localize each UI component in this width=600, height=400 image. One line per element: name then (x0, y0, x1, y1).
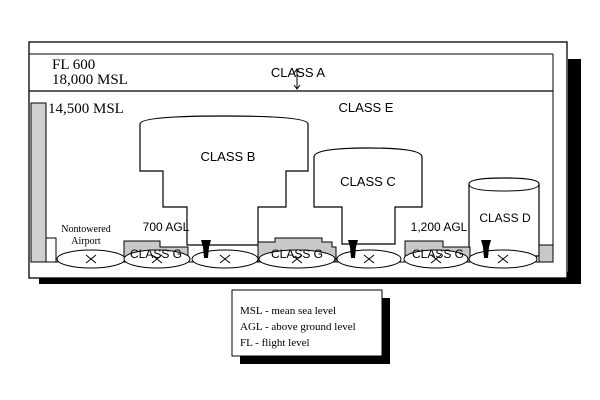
airport-oval (403, 249, 469, 269)
airport-oval (468, 249, 538, 269)
ground-left-block (45, 237, 57, 263)
class-e-label: CLASS E (339, 100, 394, 115)
agl700-label: 700 AGL (143, 220, 190, 234)
msl14500-label: 14,500 MSL (48, 101, 124, 117)
class-d-label: CLASS D (479, 211, 531, 225)
agl1200-label: 1,200 AGL (411, 220, 468, 234)
class-a-arrow (293, 68, 301, 90)
fl600-label: FL 600 (52, 57, 95, 73)
msl18000-label: 18,000 MSL (52, 72, 128, 88)
class-a-label: CLASS A (271, 65, 326, 80)
class-g-label-1: CLASS G (130, 247, 182, 261)
tower-icon (481, 240, 491, 258)
tower-icon (348, 240, 358, 258)
airport-oval (191, 249, 259, 269)
tower-icon (201, 240, 211, 258)
control-towers (201, 240, 491, 258)
legend-item: FL - flight level (240, 337, 310, 349)
class-b-airspace (139, 115, 309, 246)
class-g-label-3: CLASS G (412, 247, 464, 261)
legend-item: AGL - above ground level (240, 321, 356, 333)
class-b-label: CLASS B (201, 149, 256, 164)
legend-item: MSL - mean sea level (240, 305, 336, 317)
class-e-floor-bar (30, 102, 47, 263)
class-g-label-2: CLASS G (271, 247, 323, 261)
class-c-airspace (313, 147, 423, 245)
nontowered-label-line1: Nontowered (61, 224, 110, 235)
airport-oval (56, 249, 126, 269)
airport-oval (336, 249, 402, 269)
airport-oval (258, 249, 336, 269)
nontowered-label-line2: Airport (71, 236, 101, 247)
class-d-airspace (468, 177, 540, 257)
class-c-label: CLASS C (340, 174, 396, 189)
legend: MSL - mean sea level AGL - above ground … (231, 289, 390, 364)
airport-oval (123, 249, 191, 269)
legend-box (231, 289, 383, 357)
